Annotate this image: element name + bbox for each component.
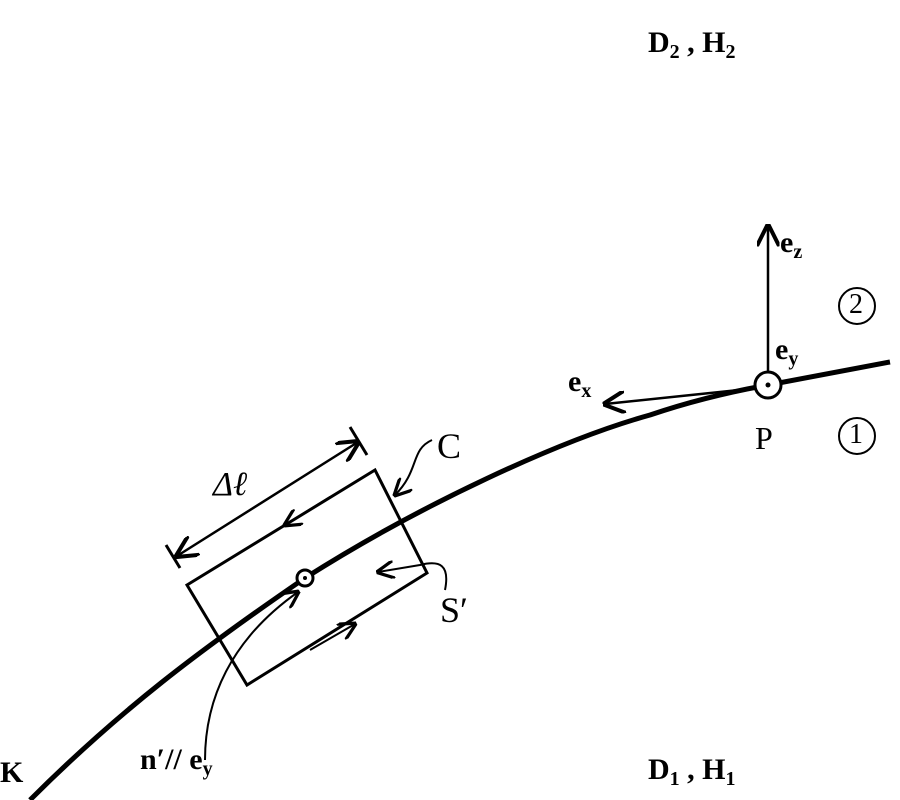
upper-medium-label: D2 , H2 [648,26,736,63]
contour-arrow-bottom [309,624,355,651]
length-dimension [177,442,358,556]
region2-label: 2 [849,289,863,320]
point-p-label: P [755,420,773,456]
length-label: Δℓ [213,466,248,503]
point-p-dot-icon [765,382,771,388]
contour-label: C [437,426,462,466]
region1-circle-icon [838,417,876,455]
ey-label: ey [775,333,799,370]
dimension-tick-left [164,544,182,569]
ex-label: ex [568,365,592,402]
curve-k-label: K [0,756,24,789]
region1-label: 1 [849,419,863,450]
dimension-tick-right [348,426,369,456]
surface-label: S′ [440,590,468,630]
interface-curve-k [28,359,891,800]
contour-pointer [395,439,433,495]
normal-label: n′// ey [140,743,213,780]
lower-medium-label: D1 , H1 [648,753,736,790]
contour-arrow-top [285,496,331,525]
normal-pointer [204,592,298,761]
normal-dot-icon [303,576,307,580]
region2-circle-icon [838,287,876,325]
surface-pointer [378,563,448,591]
ez-label: ez [780,226,803,263]
ex-arrow [605,386,759,404]
